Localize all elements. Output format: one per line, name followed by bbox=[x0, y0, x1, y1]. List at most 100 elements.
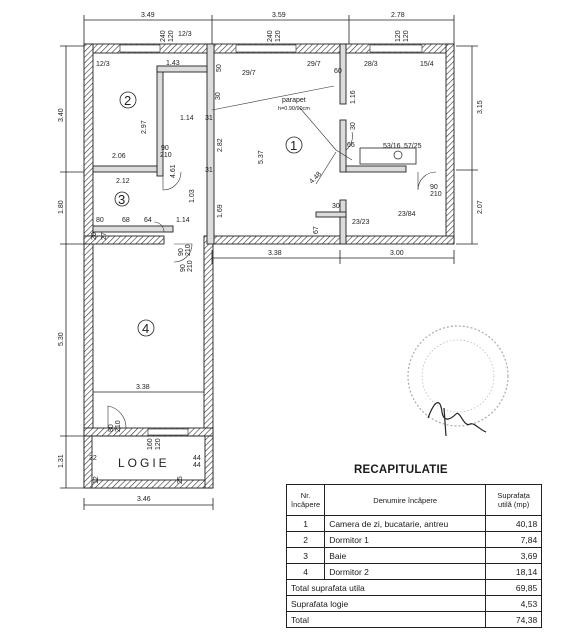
dim-inner-3: 2.97 bbox=[141, 120, 148, 134]
dim-inner-15: 31 bbox=[205, 167, 213, 174]
table-row: 1 Camera de zi, bucatarie, antreu 40,18 bbox=[285, 515, 543, 532]
walls bbox=[83, 43, 455, 489]
wall-tag-2: 12/3 bbox=[178, 31, 192, 38]
dim-inner-44: 12 bbox=[93, 476, 100, 484]
row-area: 3,69 bbox=[485, 547, 543, 564]
dim-left-3: 5.30 bbox=[58, 332, 65, 346]
dim-left-4: 1.31 bbox=[58, 454, 65, 468]
dim-inner-18: 68 bbox=[122, 217, 130, 224]
dim-inner-7: 2.06 bbox=[112, 153, 126, 160]
dim-inner-4: 1.14 bbox=[180, 115, 194, 122]
dim-bottom: 3.46 bbox=[137, 496, 151, 503]
recap-header-row: Nr. încăpere Denumire încăpere Suprafața… bbox=[285, 484, 543, 516]
dim-inner-10: 210 bbox=[160, 152, 172, 159]
row-name: Baie bbox=[324, 547, 487, 564]
leader-lines bbox=[211, 85, 353, 185]
wall-tags: 12/3 12/3 29/7 29/7 28/3 15/4 53/16 57/2… bbox=[96, 31, 434, 226]
recap-title: RECAPITULATIE bbox=[354, 464, 448, 476]
wall-tag-5: 28/3 bbox=[364, 61, 378, 68]
table-row: 4 Dormitor 2 18,14 bbox=[285, 563, 543, 580]
total-label: Total suprafata utila bbox=[285, 579, 487, 596]
row-name: Dormitor 2 bbox=[324, 563, 487, 580]
dim-inner-33: 67 bbox=[313, 226, 320, 234]
total-value: 4,53 bbox=[485, 595, 543, 612]
total-row: Suprafata logie 4,53 bbox=[285, 595, 543, 612]
dim-top-1: 3.49 bbox=[141, 12, 155, 19]
dim-inner-36: 210 bbox=[187, 260, 194, 272]
dim-inner-25: 90 bbox=[430, 184, 438, 191]
opening-tag-3: 240 bbox=[267, 30, 274, 42]
room-1-number: 1 bbox=[290, 138, 297, 153]
dim-inner-38: 210 bbox=[115, 420, 122, 432]
dim-inner-27: 1.16 bbox=[350, 90, 357, 104]
room-2-number: 2 bbox=[124, 93, 131, 108]
dim-inner-9: 90 bbox=[161, 145, 169, 152]
dim-left-1: 3.40 bbox=[58, 108, 65, 122]
dim-inner-28: 60 bbox=[334, 68, 342, 75]
dim-inner-32: 30 bbox=[332, 203, 340, 210]
room-3-number: 3 bbox=[118, 192, 125, 207]
wall-tag-9: 23/23 bbox=[352, 219, 370, 226]
dim-top-2: 3.59 bbox=[272, 12, 286, 19]
dim-inner-8: 2.12 bbox=[116, 178, 130, 185]
dim-inner-13: 5.37 bbox=[258, 150, 265, 164]
top-dimension-chain: 3.49 3.59 2.78 240 120 240 120 120 120 bbox=[83, 12, 455, 44]
dim-inner-26: 210 bbox=[430, 191, 442, 198]
official-stamp bbox=[407, 325, 509, 427]
row-name: Dormitor 1 bbox=[324, 531, 487, 548]
bottom-dimension-chain: 3.46 bbox=[83, 496, 214, 510]
recap-table: Nr. încăpere Denumire încăpere Suprafața… bbox=[285, 484, 543, 628]
dim-inner-1: 1.43 bbox=[166, 60, 180, 67]
dim-inner-6: 30 bbox=[215, 92, 222, 100]
left-dimension-chain: 3.40 1.80 5.30 1.31 bbox=[58, 45, 84, 489]
dim-inner-23: 90 bbox=[178, 248, 185, 256]
interior-dimensions: 1.43 50 2.97 1.14 31 30 2.06 2.12 90 210… bbox=[89, 60, 442, 484]
dim-inner-22: 20 bbox=[91, 232, 98, 240]
table-row: 3 Baie 3,69 bbox=[285, 547, 543, 564]
dim-bottom-inner-1: 3.38 bbox=[268, 250, 282, 257]
row-area: 40,18 bbox=[485, 515, 543, 532]
total-value: 74,38 bbox=[485, 611, 543, 628]
opening-tag-6: 120 bbox=[403, 30, 410, 42]
wall-tag-4: 29/7 bbox=[307, 61, 321, 68]
dim-inner-17: 80 bbox=[96, 217, 104, 224]
room-4-number: 4 bbox=[142, 321, 149, 336]
door-swings bbox=[107, 131, 437, 429]
dim-inner-41: 32 bbox=[89, 455, 97, 462]
dim-inner-2: 50 bbox=[216, 64, 223, 72]
total-value: 69,85 bbox=[485, 579, 543, 596]
dim-inner-40: 120 bbox=[155, 438, 162, 450]
dim-inner-11: 4.61 bbox=[170, 164, 177, 178]
dim-inner-19: 64 bbox=[144, 217, 152, 224]
dim-inner-39: 160 bbox=[147, 438, 154, 450]
dim-inner-37: 80 bbox=[108, 424, 115, 432]
dim-inner-35: 90 bbox=[180, 264, 187, 272]
dim-bottom-inner-2: 3.00 bbox=[390, 250, 404, 257]
row-area: 18,14 bbox=[485, 563, 543, 580]
row-nr: 1 bbox=[285, 515, 326, 532]
parapet-sub: h=0.90/90cm bbox=[278, 106, 310, 112]
total-label: Suprafata logie bbox=[285, 595, 487, 612]
dim-inner-29: 30 bbox=[350, 122, 357, 130]
dim-inner-43: 25 bbox=[177, 476, 184, 484]
wall-tag-6: 15/4 bbox=[420, 61, 434, 68]
dim-inner-21: 27 bbox=[101, 232, 108, 240]
opening-tag-5: 120 bbox=[395, 30, 402, 42]
wall-tag-8: 57/25 bbox=[404, 143, 422, 150]
dim-inner-16: 1.69 bbox=[217, 204, 224, 218]
dim-left-2: 1.80 bbox=[58, 200, 65, 214]
dim-inner-20: 1.14 bbox=[176, 217, 190, 224]
dim-right-2: 2.07 bbox=[477, 200, 484, 214]
parapet-label: parapet bbox=[282, 97, 306, 104]
opening-tag-1: 240 bbox=[160, 30, 167, 42]
row-name: Camera de zi, bucatarie, antreu bbox=[324, 515, 487, 532]
wall-tag-10: 23/84 bbox=[398, 211, 416, 218]
dim-inner-42: 44 bbox=[193, 455, 201, 462]
header-name: Denumire încăpere bbox=[324, 484, 487, 516]
dim-room4-width: 3.38 bbox=[136, 384, 150, 391]
dim-inner-31: 4.48 bbox=[308, 171, 323, 186]
dim-inner-34: 44 bbox=[193, 462, 201, 469]
logia-label: LOGIE bbox=[118, 456, 170, 470]
total-label: Total bbox=[285, 611, 487, 628]
wall-tag-3: 29/7 bbox=[242, 70, 256, 77]
